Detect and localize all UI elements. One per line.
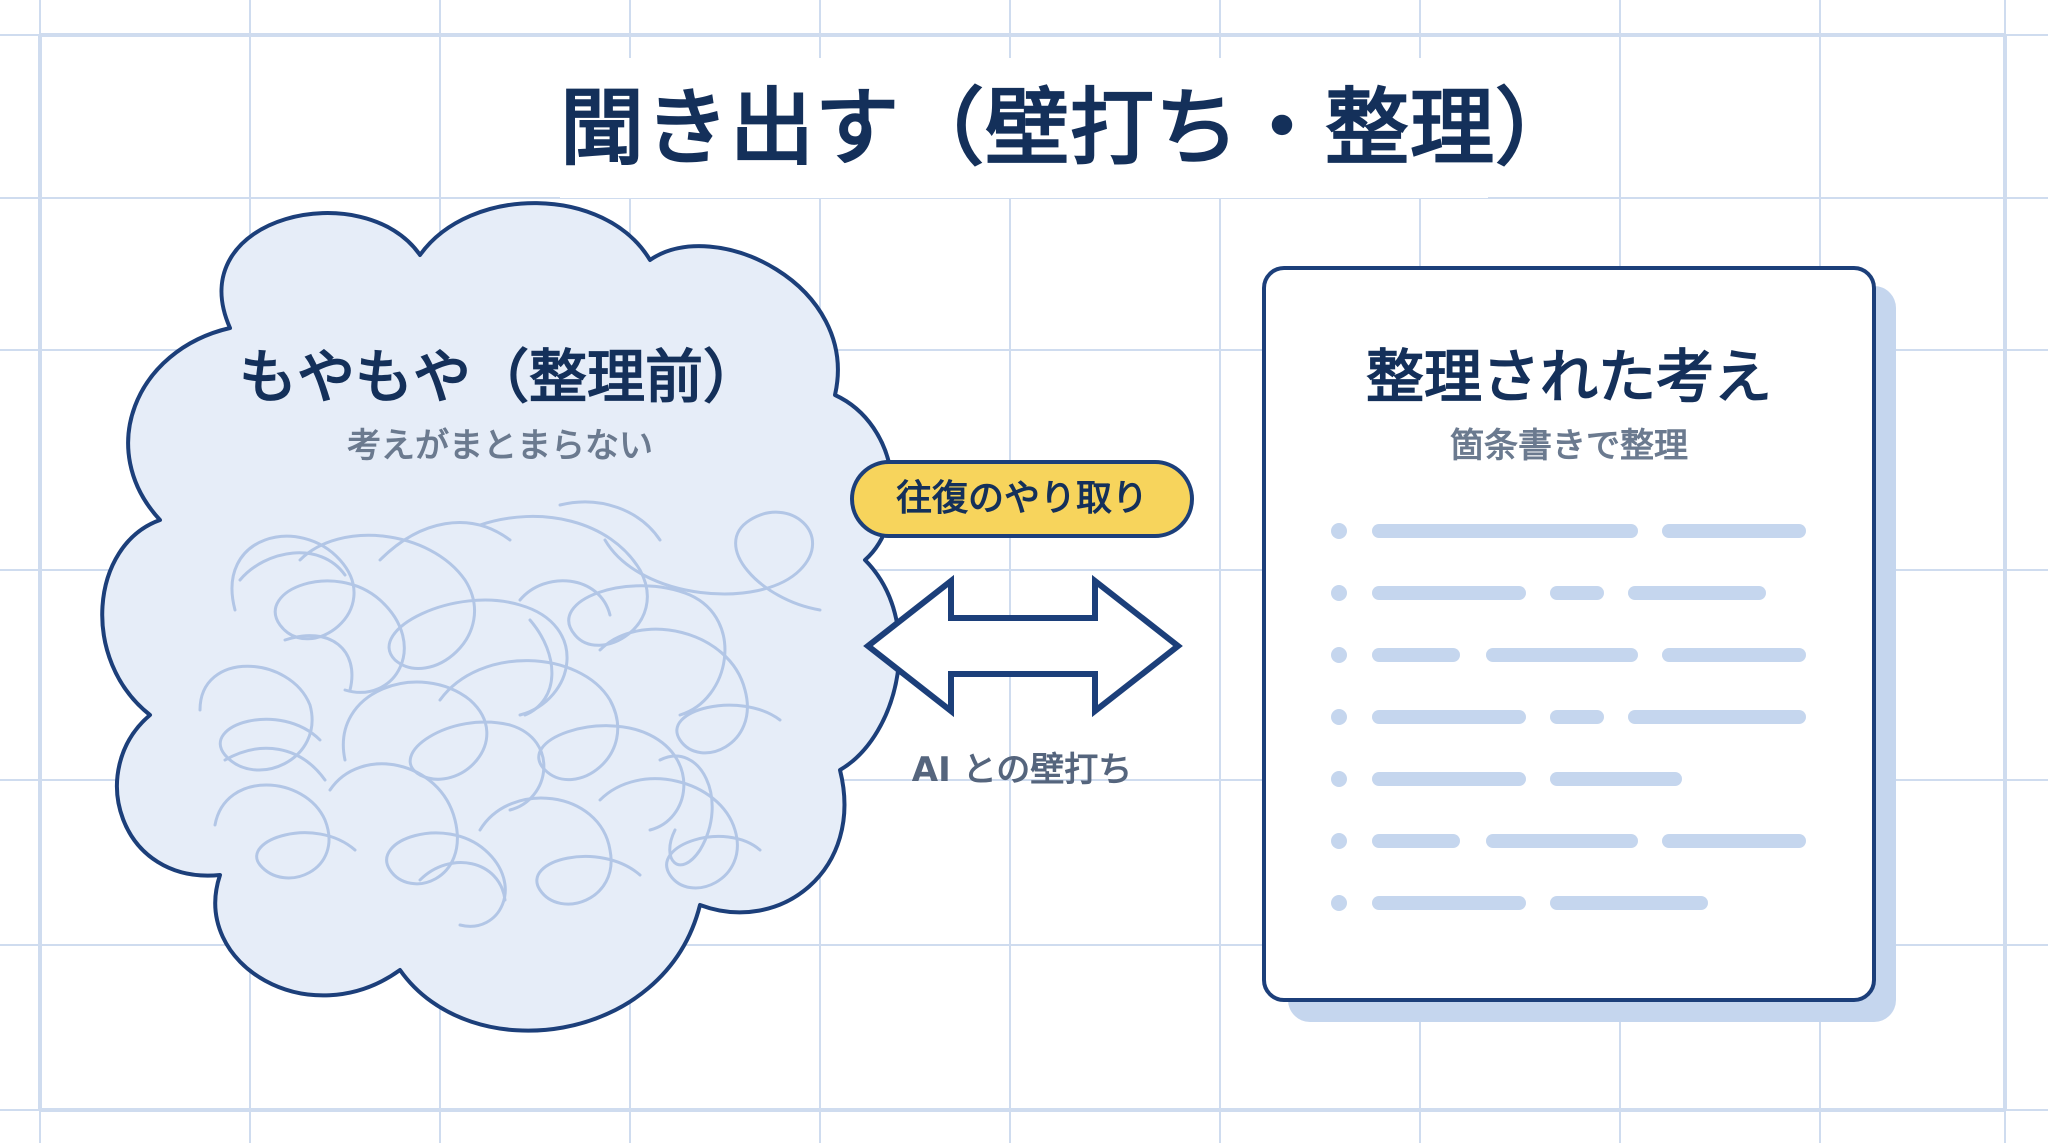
tangled-scribbles bbox=[198, 500, 822, 928]
bullet-line-placeholder bbox=[1372, 834, 1460, 848]
bullet-line-placeholder bbox=[1628, 586, 1766, 600]
document-title: 整理された考え bbox=[1365, 343, 1772, 411]
bullet-line-placeholder bbox=[1550, 586, 1604, 600]
arrow-label: AI との壁打ち bbox=[911, 750, 1133, 790]
bullet-dot bbox=[1331, 647, 1347, 663]
document-subtitle: 箇条書きで整理 bbox=[1450, 426, 1688, 466]
bullet-line-placeholder bbox=[1550, 710, 1604, 724]
bullet-line-placeholder bbox=[1486, 834, 1638, 848]
exchange-pill: 往復のやり取り bbox=[850, 460, 1194, 538]
bullet-line-placeholder bbox=[1372, 648, 1460, 662]
cloud-subtitle: 考えがまとまらない bbox=[347, 426, 653, 466]
bullet-list-lines bbox=[1331, 523, 1806, 911]
bullet-line-placeholder bbox=[1662, 834, 1806, 848]
bullet-line-placeholder bbox=[1372, 524, 1638, 538]
exchange-pill-label: 往復のやり取り bbox=[895, 478, 1148, 519]
bullet-dot bbox=[1331, 585, 1347, 601]
bullet-line-placeholder bbox=[1486, 648, 1638, 662]
bullet-dot bbox=[1331, 833, 1347, 849]
bullet-line-placeholder bbox=[1372, 710, 1526, 724]
bullet-line-placeholder bbox=[1662, 524, 1806, 538]
bullet-line-placeholder bbox=[1372, 586, 1526, 600]
bullet-line-placeholder bbox=[1628, 710, 1806, 724]
bullet-dot bbox=[1331, 895, 1347, 911]
document-card bbox=[1262, 266, 1876, 1002]
bullet-line-placeholder bbox=[1662, 648, 1806, 662]
bullet-line-placeholder bbox=[1550, 896, 1708, 910]
bullet-line-placeholder bbox=[1372, 896, 1526, 910]
bullet-line-placeholder bbox=[1550, 772, 1682, 786]
page-title: 聞き出す（壁打ち・整理） bbox=[560, 58, 1579, 198]
cloud-shape bbox=[100, 201, 902, 1033]
bullet-dot bbox=[1331, 771, 1347, 787]
bullet-dot bbox=[1331, 709, 1347, 725]
cloud-title: もやもや（整理前） bbox=[238, 343, 761, 411]
bullet-dot bbox=[1331, 523, 1347, 539]
double-arrow-icon bbox=[863, 574, 1183, 718]
bullet-line-placeholder bbox=[1372, 772, 1526, 786]
